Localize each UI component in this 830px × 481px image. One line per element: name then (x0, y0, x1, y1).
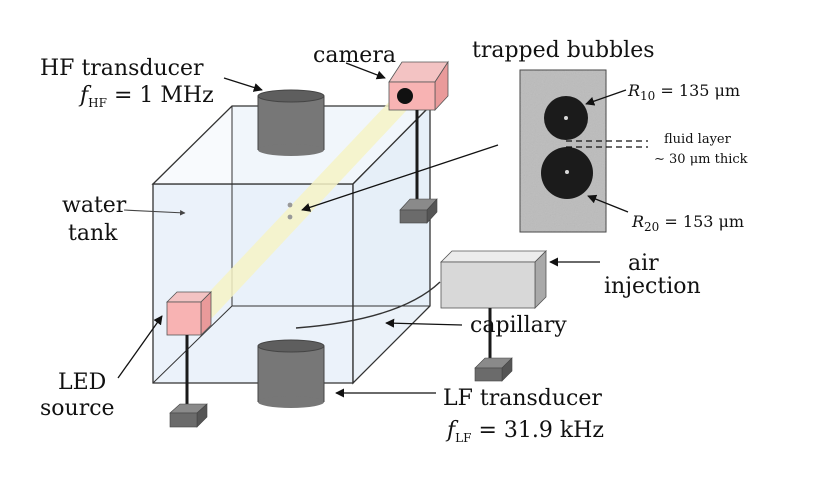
hf-frequency-label: fHF = 1 MHz (78, 83, 214, 110)
hf-arrow (223, 77, 263, 92)
injection-label: injection (604, 274, 701, 299)
bubble-dot-bottom (287, 214, 293, 220)
hf-transducer-label: HF transducer (40, 56, 204, 81)
bubble-dot-top (287, 202, 293, 208)
photo-pointer-arrow (301, 144, 499, 212)
air-stand (474, 308, 513, 382)
led-arrow (117, 315, 163, 379)
capillary-arrow (385, 318, 463, 328)
led-label: LED (58, 370, 106, 395)
r20-label: R20 = 153 μm (631, 212, 744, 234)
air-label: air (628, 251, 659, 276)
r20-arrow (587, 194, 629, 213)
tank-hidden-edge-left (152, 305, 233, 384)
camera (388, 60, 449, 112)
led-source (166, 291, 212, 336)
lf-transducer (257, 339, 325, 408)
led-stand (169, 335, 208, 428)
camera-stand (399, 110, 438, 224)
water-tank-arrow (123, 209, 186, 216)
hf-transducer (257, 89, 325, 156)
fluid-layer-label: fluid layer (664, 132, 732, 147)
fluid-thickness-label: ∼ 30 μm thick (654, 152, 748, 167)
trapped-bubbles-label: trapped bubbles (472, 38, 655, 63)
air-injection-box (440, 250, 547, 309)
water-label: water (62, 193, 127, 218)
lf-frequency-label: fLF = 31.9 kHz (445, 418, 604, 445)
r10-arrow (585, 89, 627, 106)
camera-label: camera (313, 43, 396, 68)
capillary-label: capillary (470, 313, 567, 338)
r10-label: R10 = 135 μm (627, 81, 740, 103)
source-label: source (40, 396, 115, 421)
camera-arrow (345, 62, 386, 80)
camera-lens (397, 88, 413, 104)
tank-label: tank (68, 221, 118, 246)
light-beam (196, 86, 420, 318)
capillary-tube (295, 281, 441, 329)
trapped-bubbles-photo (519, 69, 607, 233)
lf-transducer-label: LF transducer (443, 386, 602, 411)
